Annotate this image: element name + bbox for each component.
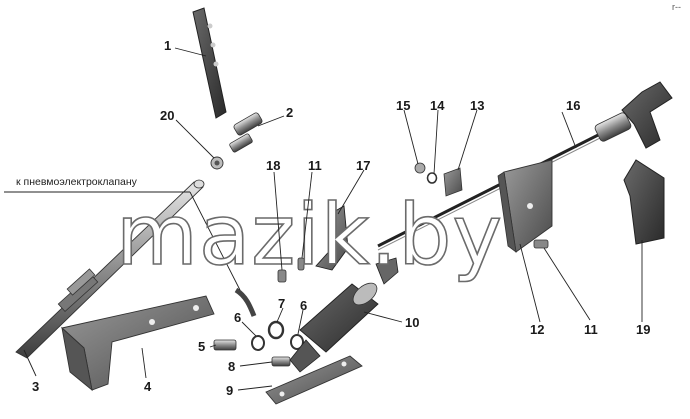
part-6-washers — [251, 334, 304, 351]
leader-6a — [241, 321, 257, 337]
part-15-nut — [414, 162, 426, 174]
part-7-ring — [267, 320, 285, 340]
callout-6a: 6 — [234, 310, 241, 325]
part-2-fitting — [229, 112, 263, 153]
callout-8: 8 — [228, 359, 235, 374]
leader-10 — [363, 311, 403, 323]
annotation-text: к пневмоэлектроклапану — [16, 176, 138, 188]
leader-1 — [174, 47, 207, 57]
part-13-clip — [443, 167, 463, 197]
callout-14: 14 — [430, 98, 445, 113]
leader-9 — [237, 385, 273, 391]
callout-10: 10 — [405, 315, 419, 330]
part-12-bracket — [497, 159, 553, 253]
part-5-bolt — [213, 339, 237, 351]
part-8-bolt — [271, 356, 291, 367]
corner-mark: r-- — [672, 2, 681, 12]
callout-9: 9 — [226, 383, 233, 398]
part-16-cable-handle — [377, 81, 673, 251]
part-19-cover — [623, 159, 665, 245]
part-4-bracket — [61, 295, 215, 392]
part-10-cylinder — [289, 257, 399, 373]
hose — [234, 287, 257, 317]
callout-15: 15 — [396, 98, 410, 113]
callout-11b: 11 — [584, 322, 598, 337]
part-1-lever — [192, 7, 227, 119]
leader-2 — [257, 115, 285, 127]
callout-13: 13 — [470, 98, 484, 113]
callout-19: 19 — [636, 322, 650, 337]
callout-3: 3 — [32, 379, 39, 394]
callout-18: 18 — [266, 158, 280, 173]
part-11-bolt-right — [533, 239, 549, 249]
callout-11a: 11 — [308, 158, 322, 173]
callout-5: 5 — [198, 339, 205, 354]
leader-14 — [433, 109, 439, 175]
part-17-link — [315, 205, 349, 271]
leader-20 — [175, 119, 215, 159]
leader-13 — [457, 109, 478, 171]
leader-16 — [561, 111, 577, 149]
callout-17: 17 — [356, 158, 370, 173]
annotation-leader — [189, 191, 241, 291]
callout-6b: 6 — [300, 298, 307, 313]
callout-7: 7 — [278, 296, 285, 311]
callout-1: 1 — [164, 38, 171, 53]
part-9-base-plate — [265, 355, 363, 405]
callout-20: 20 — [160, 108, 174, 123]
part-11-screw — [297, 257, 305, 271]
leader-17 — [337, 169, 365, 215]
callout-4: 4 — [144, 379, 152, 394]
leader-8 — [239, 361, 273, 367]
leader-15 — [403, 109, 419, 165]
leader-6b — [297, 309, 304, 335]
leader-12 — [519, 243, 541, 323]
leader-3 — [23, 349, 37, 377]
leader-5 — [209, 344, 217, 348]
part-20-nut — [210, 156, 224, 170]
leader-7 — [276, 307, 284, 323]
callout-16: 16 — [566, 98, 580, 113]
callout-2: 2 — [286, 105, 293, 120]
leader-11a — [301, 171, 313, 259]
part-14-washer — [426, 172, 438, 184]
callout-12: 12 — [530, 322, 544, 337]
leader-4 — [141, 347, 147, 379]
leader-18 — [273, 171, 283, 271]
leader-11b — [543, 247, 591, 321]
part-3-shaft — [15, 179, 205, 359]
watermark: mazik.by — [116, 186, 503, 284]
